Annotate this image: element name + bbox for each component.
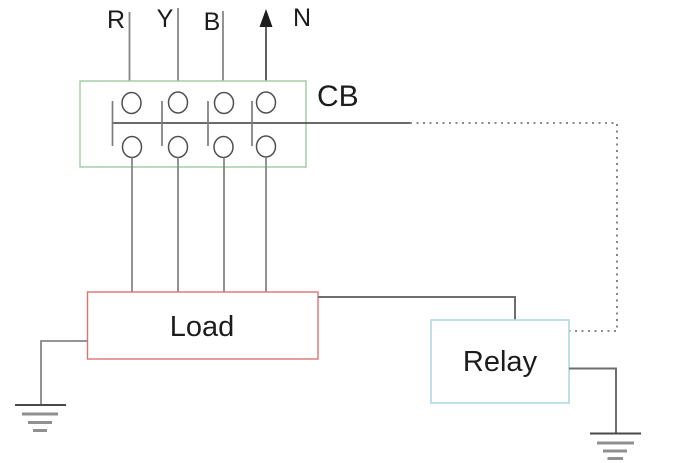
relay-box <box>430 319 570 404</box>
contact-circle <box>167 91 189 114</box>
cb-label: CB <box>317 80 359 113</box>
contact-circle <box>255 135 277 158</box>
contact-circle <box>213 91 235 115</box>
load-ground-wire <box>40 340 88 405</box>
contact-circle <box>121 91 142 115</box>
neutral: N <box>259 4 311 93</box>
load-feed-wires <box>131 157 267 292</box>
cb-pole-ticks <box>111 101 253 146</box>
phase-b-label: B <box>204 8 221 36</box>
contact-circle <box>167 135 189 159</box>
phase-y: Y <box>157 5 179 93</box>
load-label: Load <box>170 311 235 343</box>
earth-ground-left-symbol <box>15 404 66 432</box>
load-relay-wire <box>318 296 516 320</box>
phase-r-label: R <box>107 6 125 34</box>
neutral-label: N <box>293 4 311 32</box>
contact-circle <box>255 91 277 114</box>
relay-label: Relay <box>463 346 538 378</box>
earth-ground-right-symbol <box>590 432 641 460</box>
load-box <box>86 291 319 360</box>
contact-circle <box>121 135 143 159</box>
contact-circle <box>213 135 234 159</box>
phase-r: R <box>107 6 131 93</box>
phase-y-label: Y <box>157 5 174 33</box>
cb-contacts-top <box>121 91 277 115</box>
trip-linkage-dotted-line <box>410 122 618 332</box>
phase-b: B <box>204 8 224 93</box>
neutral-arrow-icon <box>259 9 273 27</box>
relay-ground-wire <box>569 367 617 433</box>
